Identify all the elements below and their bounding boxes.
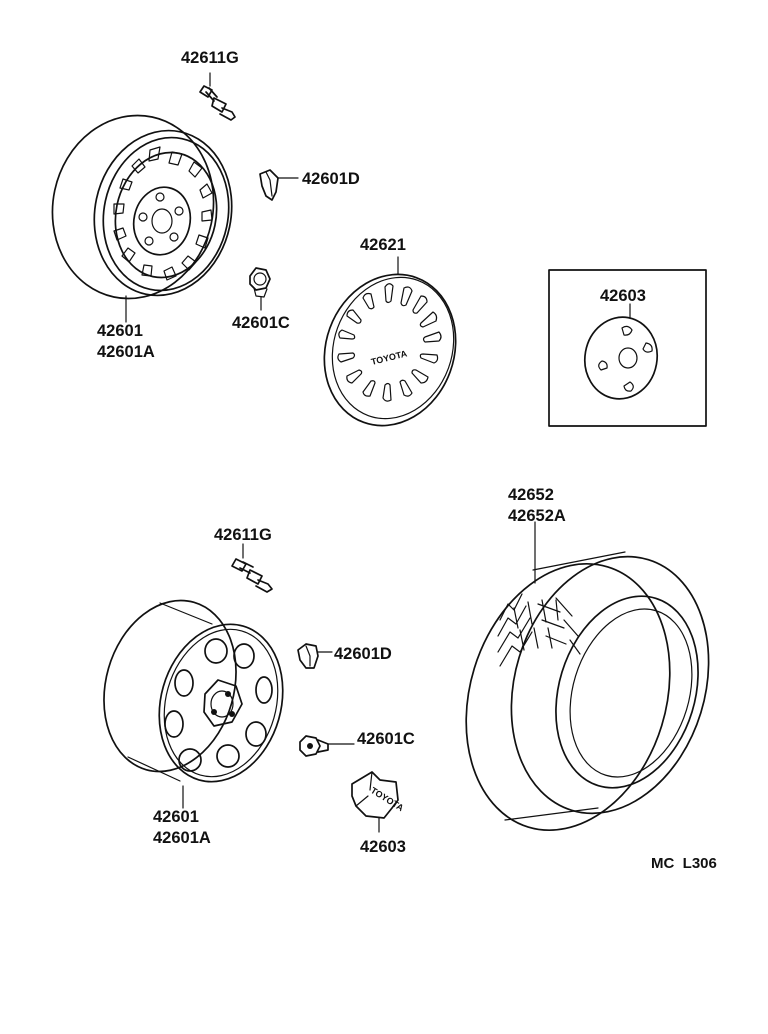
tire-label-1: 42652 (508, 486, 554, 504)
hub-cap-box-label: 42603 (600, 287, 646, 305)
alloy-wheel-bottom-label-2: 42601A (153, 829, 211, 847)
valve-stem-top-label: 42611G (181, 49, 239, 67)
center-cap-bottom-label: 42603 (360, 838, 406, 856)
diagram-code: MC L306 (651, 855, 717, 872)
wheel-cover-label: 42621 (360, 236, 406, 254)
balance-weight-top (259, 169, 299, 201)
wheel-cover: TOYOTA (323, 256, 457, 427)
steel-wheel-top-label-1: 42601 (97, 322, 143, 340)
lug-nut-bottom (299, 735, 355, 757)
balance-weight-bottom-label: 42601D (334, 645, 392, 663)
balance-weight-bottom (297, 643, 333, 669)
alloy-wheel-bottom-label-1: 42601 (153, 808, 199, 826)
balance-weight-top-label: 42601D (302, 170, 360, 188)
center-cap-bottom: TOYOTA (351, 771, 406, 833)
steel-wheel-top (51, 114, 233, 323)
valve-stem-bottom (231, 543, 273, 593)
hub-nut-top (249, 267, 271, 311)
steel-wheel-top-label-2: 42601A (97, 343, 155, 361)
center-cap-logo: TOYOTA (369, 785, 406, 813)
valve-stem-top (199, 72, 236, 121)
hub-nut-top-label: 42601C (232, 314, 290, 332)
valve-stem-bottom-label: 42611G (214, 526, 272, 544)
tire (465, 521, 710, 832)
tire-label-2: 42652A (508, 507, 566, 525)
hub-cap-box (548, 269, 707, 427)
wheel-cover-logo: TOYOTA (370, 348, 408, 367)
alloy-wheel-bottom (103, 599, 284, 809)
lug-nut-bottom-label: 42601C (357, 730, 415, 748)
